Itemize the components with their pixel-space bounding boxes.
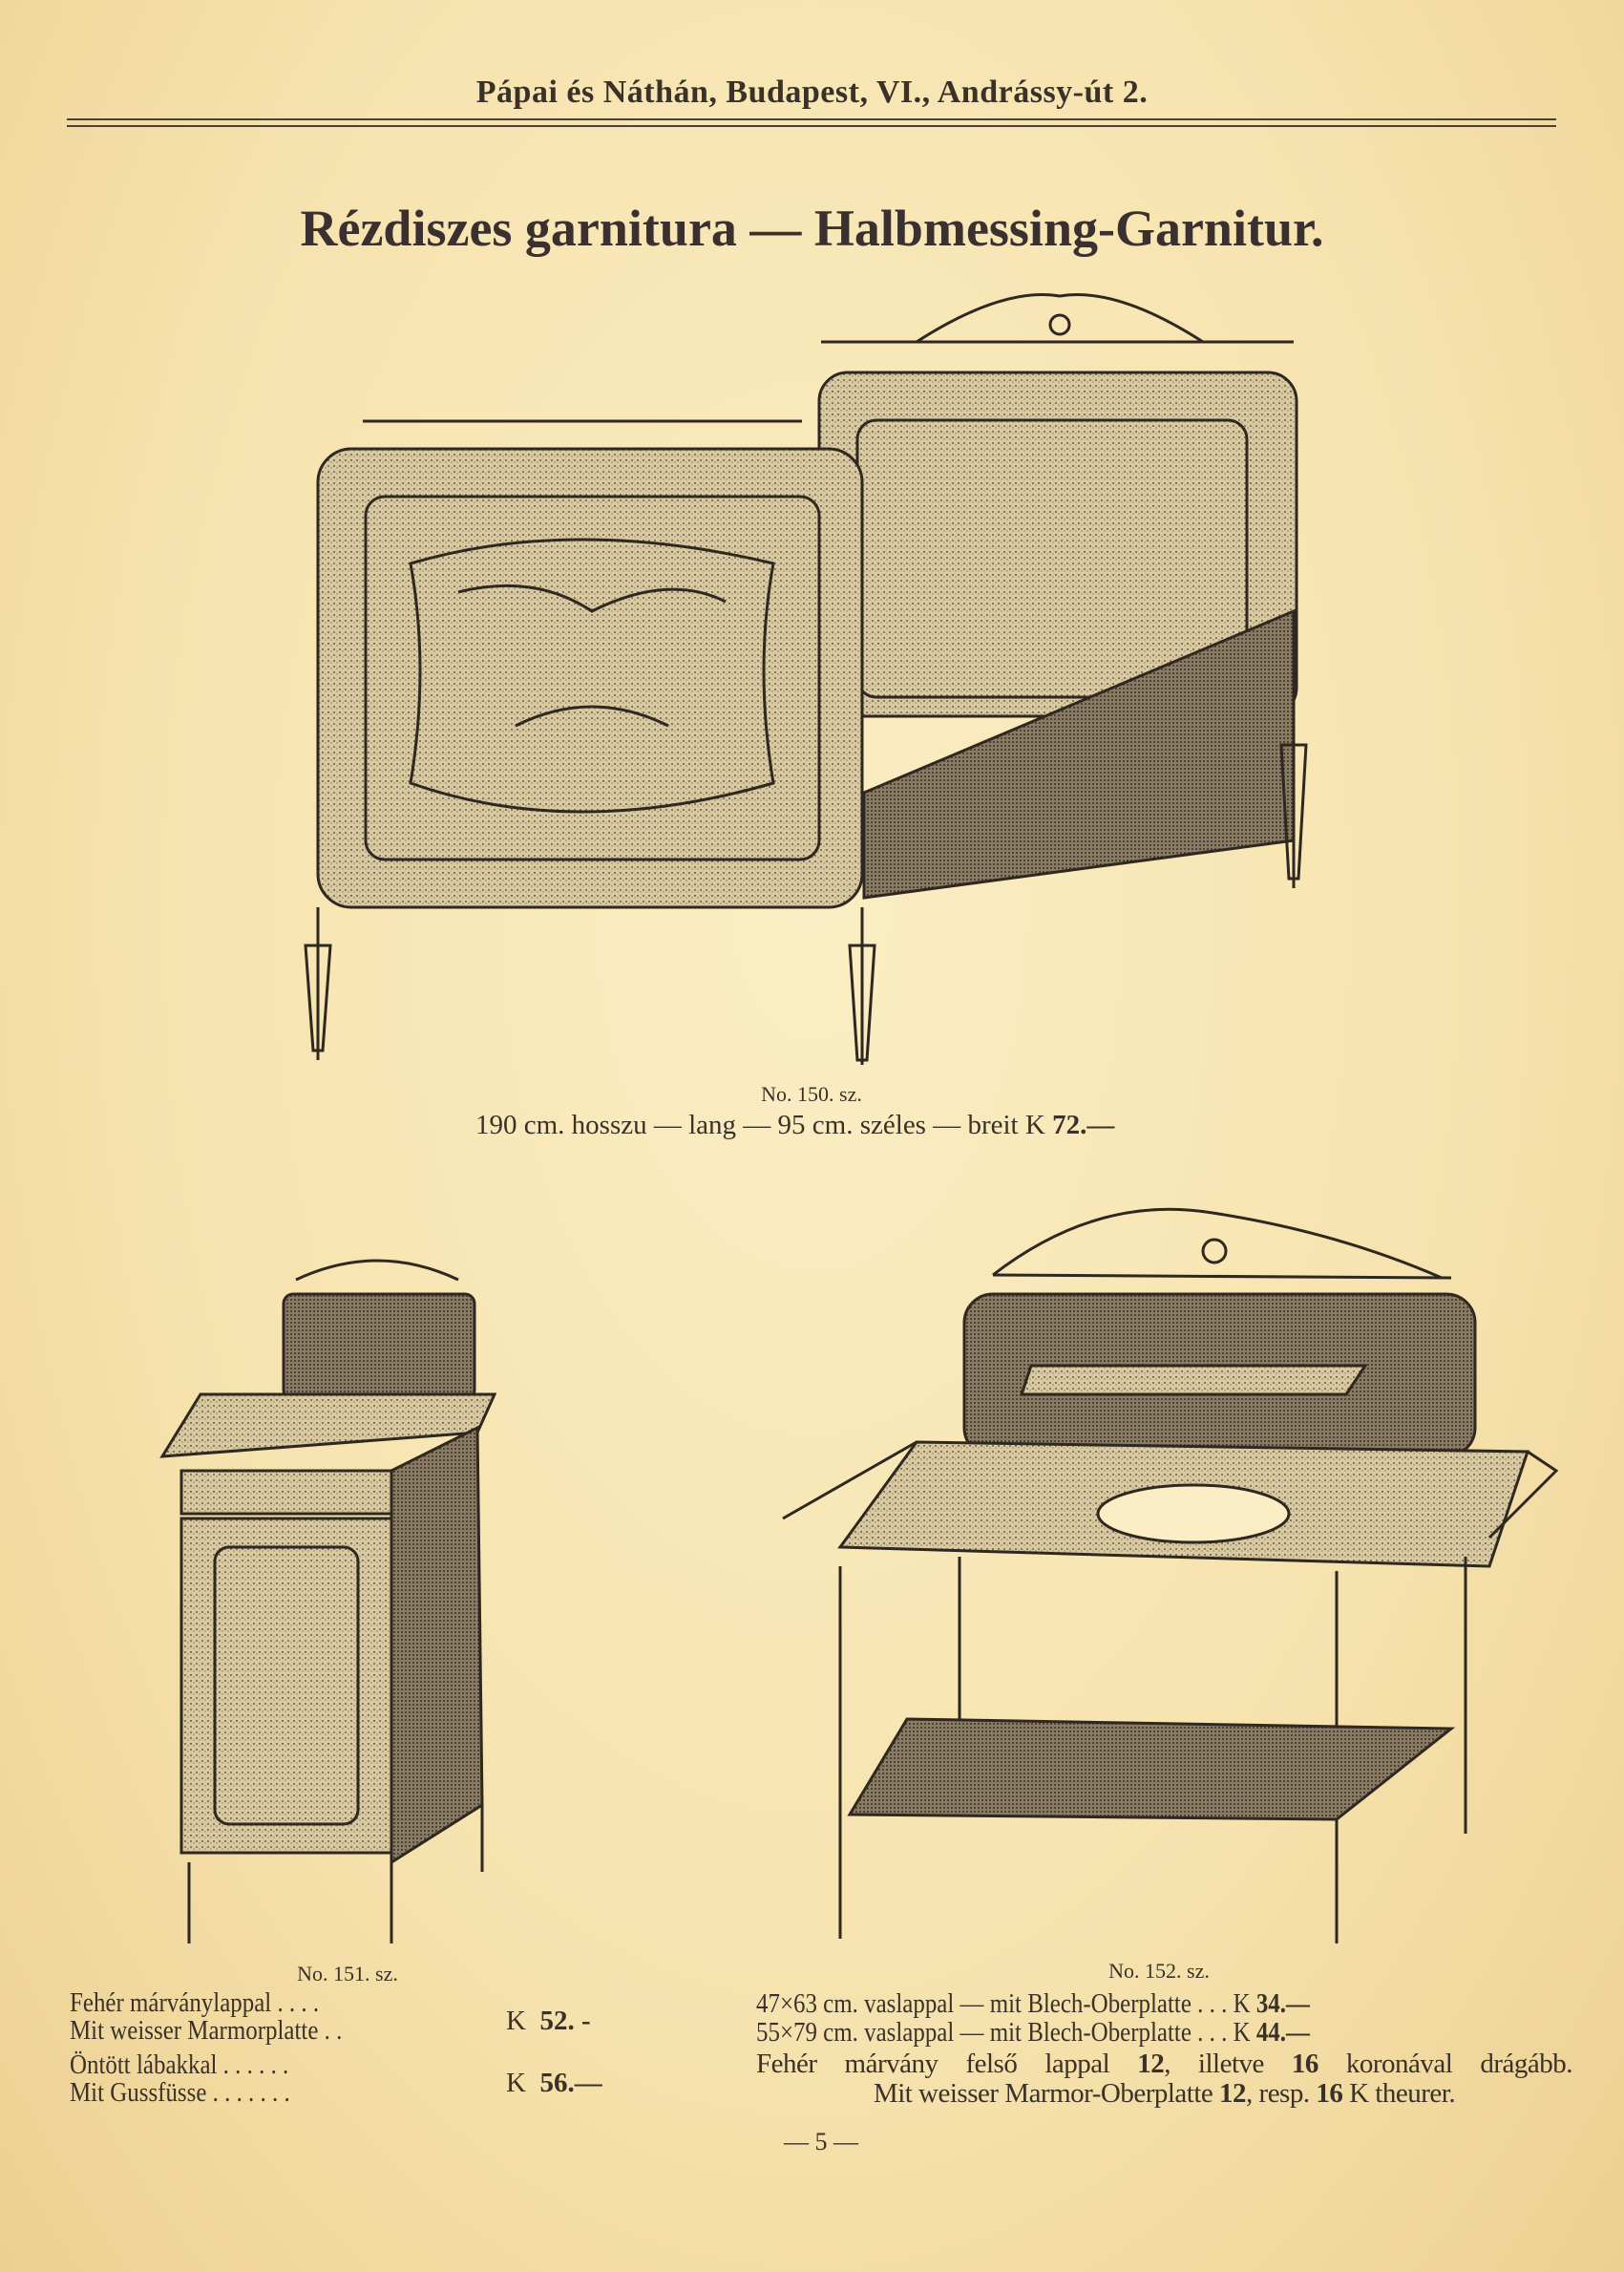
note-text: Mit weisser Marmor-Oberplatte — [873, 2078, 1220, 2109]
item-152-option-2: 55×79 cm. vaslappal — mit Blech-Oberplat… — [756, 2017, 1310, 2049]
currency: K — [1233, 2017, 1251, 2048]
item-151-number: No. 151. sz. — [297, 1962, 398, 1985]
item-150-dimensions: 190 cm. hosszu — lang — 95 cm. széles — … — [475, 1110, 1019, 1140]
item-150-number: No. 150. sz. — [761, 1082, 862, 1106]
note-text: koronával drágább. — [1318, 2049, 1573, 2079]
item-150-description: 190 cm. hosszu — lang — 95 cm. széles — … — [475, 1110, 1114, 1141]
item-152-number: No. 152. sz. — [1108, 1959, 1210, 1983]
header-rule — [67, 118, 1556, 127]
note-text: , illetve — [1164, 2049, 1292, 2079]
note-text: K theurer. — [1342, 2078, 1456, 2109]
note-number: 16 — [1316, 2078, 1343, 2109]
note-number: 12 — [1137, 2049, 1165, 2079]
option-label-hu: Fehér márványlappal . . . . — [70, 1987, 320, 2018]
option-label-hu: Öntött lábakkal . . . . . . — [70, 2049, 289, 2080]
item-151-option-1-price: K 52. - — [506, 2006, 591, 2037]
currency: K — [1233, 1988, 1251, 2019]
item-152-option-1: 47×63 cm. vaslappal — mit Blech-Oberplat… — [756, 1988, 1310, 2020]
washstand-illustration — [782, 1207, 1559, 1943]
item-150-price: 72.— — [1052, 1110, 1115, 1140]
item-152-note-hu: Fehér márvány felső lappal 12, illetve 1… — [756, 2049, 1573, 2080]
option-label: 47×63 cm. vaslappal — mit Blech-Oberplat… — [756, 1988, 1228, 2019]
price: 52. - — [539, 2006, 591, 2036]
nightstand-illustration — [159, 1259, 497, 1943]
note-number: 12 — [1219, 2078, 1247, 2109]
currency: K — [506, 2006, 526, 2036]
item-151-option-1: Fehér márványlappal . . . . Mit weisser … — [70, 1989, 387, 2045]
item-151-option-2-price: K 56.— — [506, 2068, 602, 2099]
price: 56.— — [539, 2068, 602, 2098]
note-number: 16 — [1291, 2049, 1319, 2079]
item-151-option-2: Öntött lábakkal . . . . . . Mit Gussfüss… — [70, 2051, 326, 2107]
option-label-de: Mit weisser Marmorplatte . . — [70, 2015, 343, 2046]
item-152-note-de: Mit weisser Marmor-Oberplatte 12, resp. … — [756, 2078, 1572, 2110]
page-header: Pápai és Náthán, Budapest, VI., Andrássy… — [475, 74, 1149, 110]
price: 34.— — [1255, 1988, 1310, 2019]
page-number: — 5 — — [784, 2128, 858, 2155]
option-label-de: Mit Gussfüsse . . . . . . . — [70, 2077, 290, 2108]
price: 44.— — [1255, 2017, 1310, 2048]
bed-illustration — [304, 293, 1308, 1065]
page-title: Rézdiszes garnitura — Halbmessing-Garnit… — [300, 200, 1324, 257]
currency: K — [506, 2068, 526, 2098]
note-text: , resp. — [1246, 2078, 1317, 2109]
item-150-currency: K — [1024, 1110, 1045, 1140]
option-label: 55×79 cm. vaslappal — mit Blech-Oberplat… — [756, 2017, 1228, 2048]
note-text: Fehér márvány felső lappal — [756, 2049, 1138, 2079]
